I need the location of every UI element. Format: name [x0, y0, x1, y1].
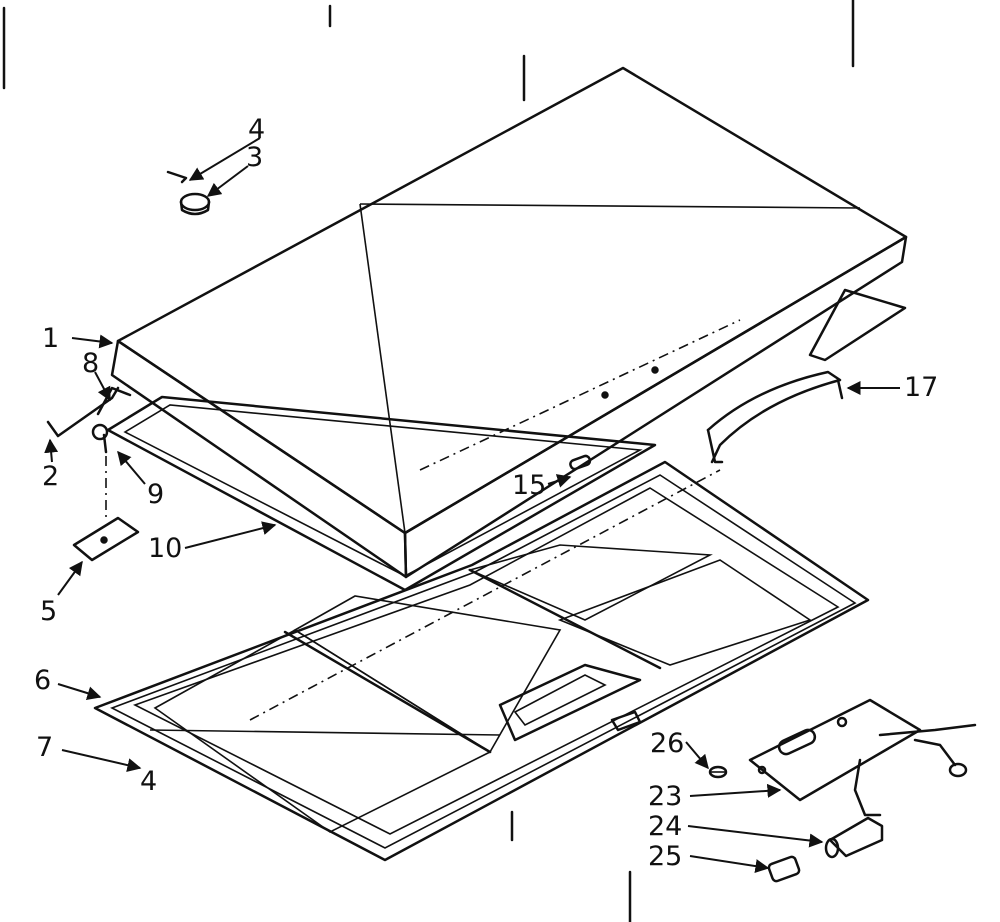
part-label-10: 10 — [148, 533, 182, 564]
part-label-15: 15 — [512, 470, 546, 501]
part-label-4: 4 — [248, 114, 265, 145]
part-label-26: 26 — [650, 728, 684, 759]
handle-part-17 — [706, 370, 844, 464]
leader-lines — [44, 137, 900, 874]
gasket-part-10 — [106, 288, 907, 592]
liner-frame-part-6 — [93, 460, 870, 862]
part-label-1: 1 — [42, 323, 59, 354]
part-label-3: 3 — [246, 142, 263, 173]
part-label-6: 6 — [34, 665, 51, 696]
part-label-7: 7 — [36, 732, 53, 763]
part-label-5: 5 — [40, 596, 57, 627]
part-label-25: 25 — [648, 841, 682, 872]
part-label-8: 8 — [82, 348, 99, 379]
part-label-23: 23 — [648, 781, 682, 812]
hinge-assembly — [46, 386, 140, 562]
scan-edge-marks — [2, 0, 855, 922]
clip-part-15 — [569, 454, 592, 471]
screw-and-bumper — [166, 170, 211, 216]
part-labels: 1 2 3 4 5 6 7 4 8 9 10 15 17 23 24 25 26 — [34, 114, 938, 872]
part-label-17: 17 — [904, 372, 938, 403]
part-label-2: 2 — [42, 461, 59, 492]
light-assembly — [708, 698, 977, 883]
part-label-9: 9 — [147, 479, 164, 510]
part-label-4-base: 4 — [140, 766, 157, 797]
lid-part-1 — [110, 66, 908, 579]
part-label-24: 24 — [648, 811, 682, 842]
